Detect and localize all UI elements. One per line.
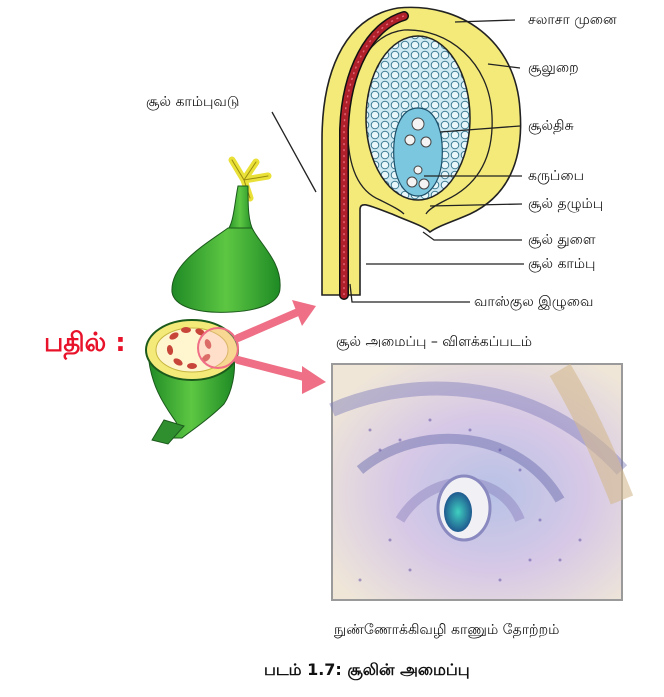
- micrograph-caption: நுண்ணோக்கிவழி காணும் தோற்றம்: [334, 622, 559, 640]
- label-chalaza: சூல் தழும்பு: [528, 196, 603, 212]
- label-integument: சூலுறை: [528, 60, 579, 76]
- label-hilum: சூல் காம்புவடு: [146, 94, 239, 110]
- micrograph: [332, 364, 622, 600]
- label-stigma: சலாசா முனை: [528, 12, 617, 28]
- ovary-upper: [172, 228, 280, 312]
- figure-caption: படம் 1.7: சூலின் அமைப்பு: [264, 660, 470, 681]
- label-vascular-strand: வாஸ்குல இழுவை: [474, 294, 593, 310]
- ovule-section: [322, 7, 521, 295]
- label-micropyle: சூல் துளை: [528, 232, 596, 248]
- diagram-caption: சூல் அமைப்பு – விளக்கப்படம்: [336, 334, 532, 352]
- pointer-arrows: [238, 300, 326, 394]
- pistil: [146, 160, 280, 444]
- highlight-circle: [198, 328, 238, 368]
- label-nucellus: சூல்திசு: [528, 118, 574, 134]
- answer-label: பதில் :: [44, 328, 126, 361]
- label-funicle: சூல் காம்பு: [528, 256, 595, 272]
- label-embryo-sac: கருப்பை: [528, 168, 584, 184]
